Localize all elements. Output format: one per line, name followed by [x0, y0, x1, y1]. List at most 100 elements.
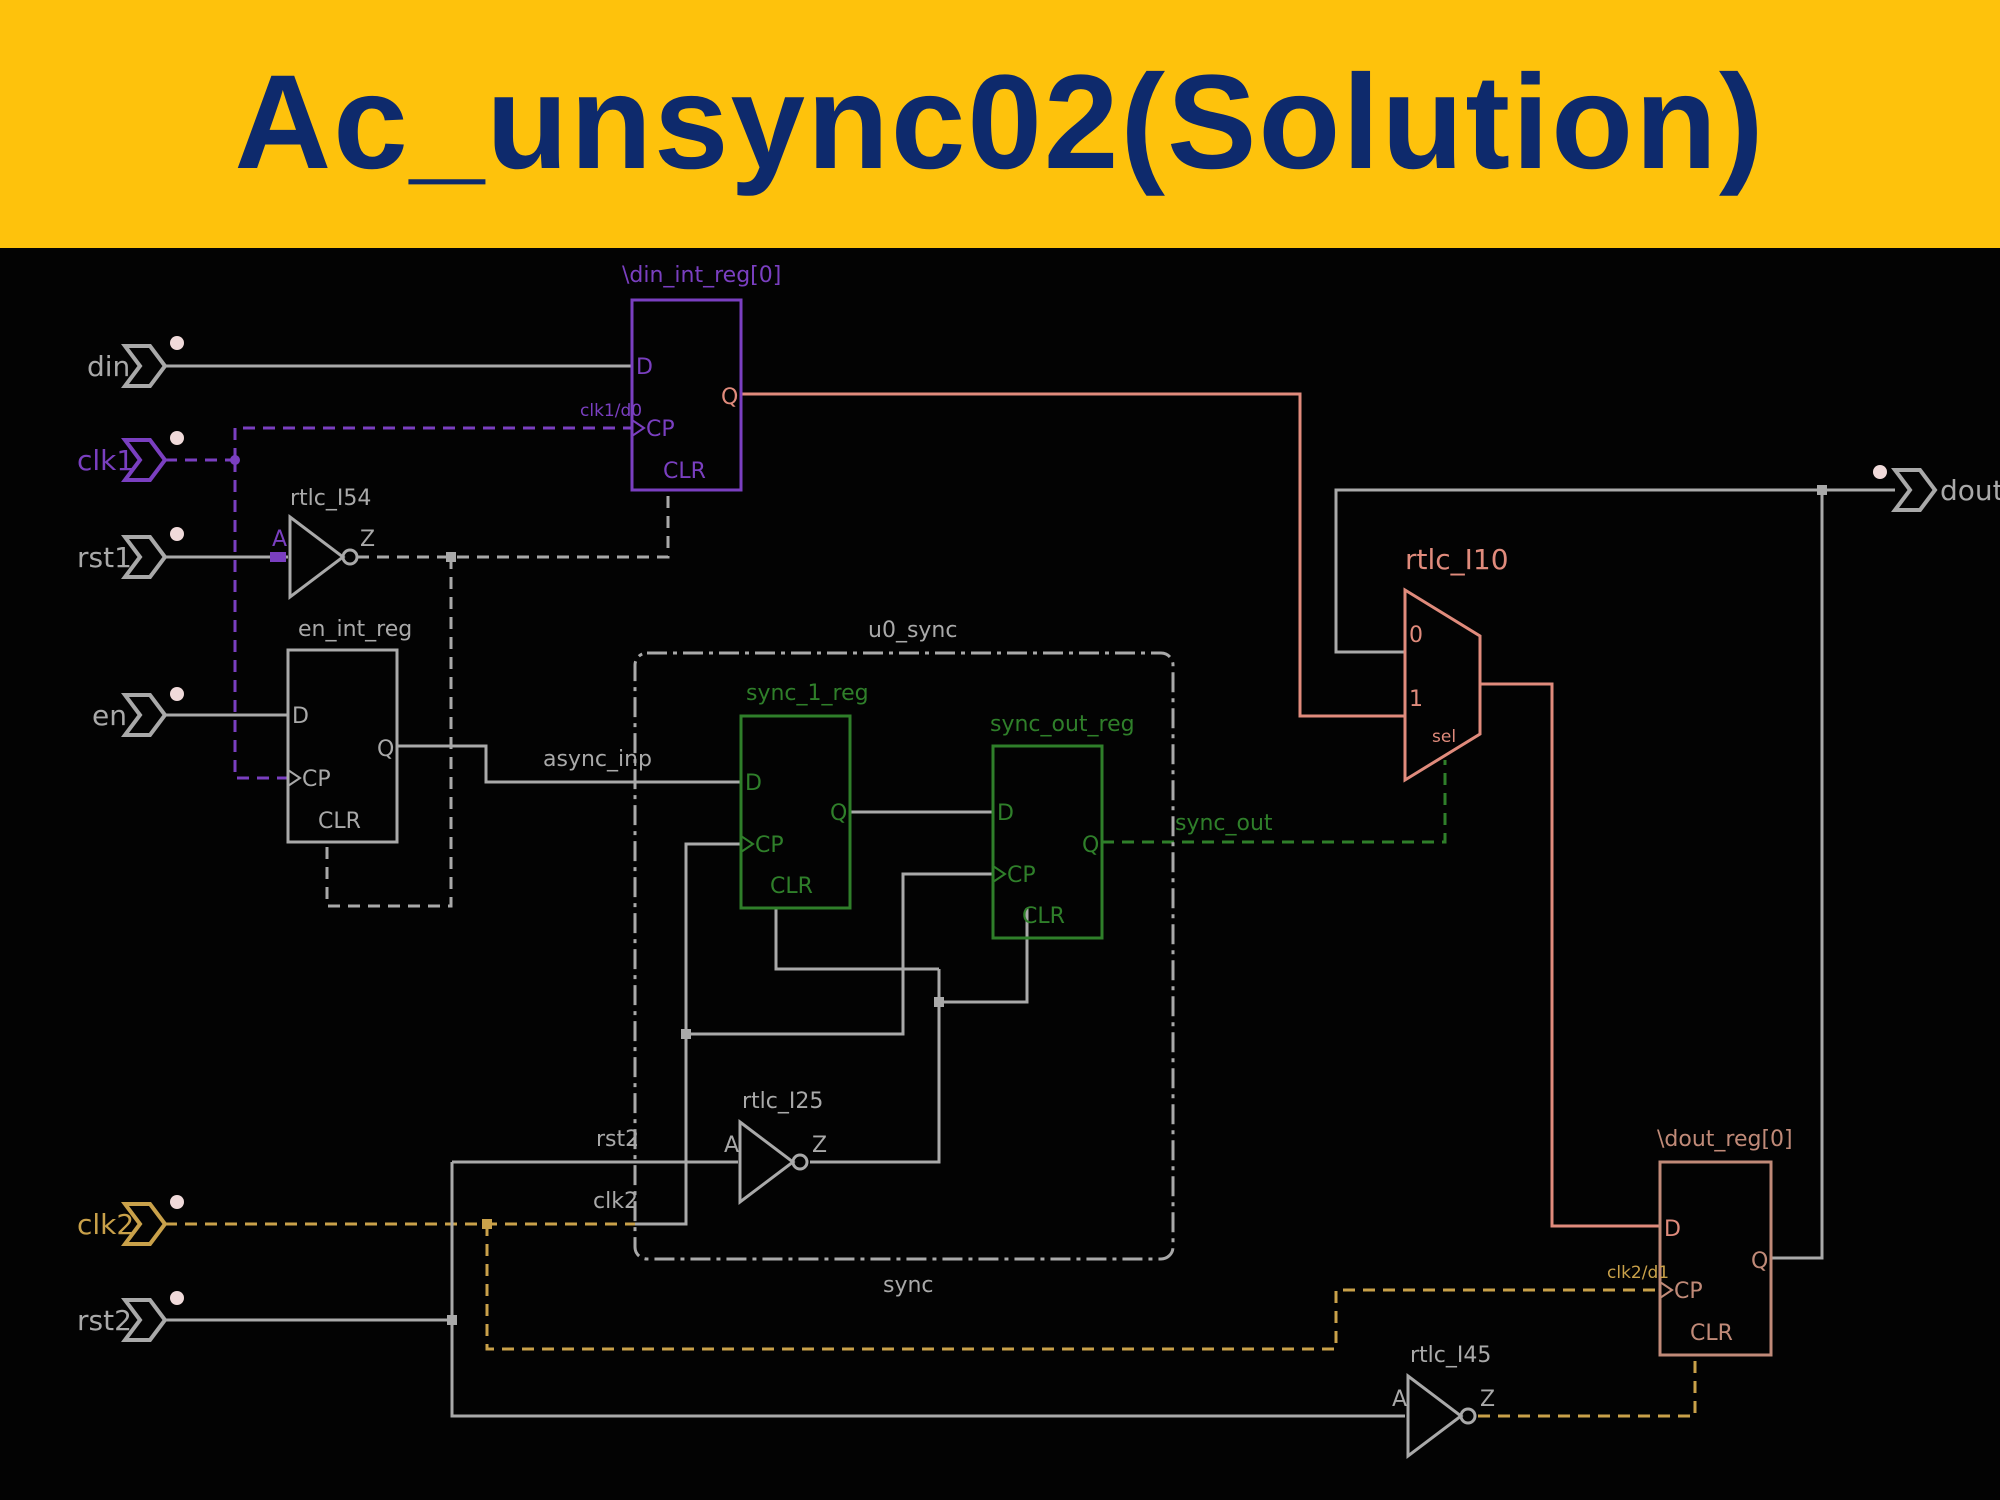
port-rst2-marker [170, 1291, 184, 1305]
wire-inv3-z [1478, 1355, 1697, 1418]
port-din[interactable]: din [87, 336, 184, 388]
dout-reg-d-pin: D [1664, 1217, 1681, 1242]
mux-pin-sel: sel [1432, 727, 1456, 747]
dout-reg-clr-pin: CLR [1690, 1321, 1733, 1346]
sync-block-label: u0_sync [868, 618, 957, 643]
en-reg-q-pin: Q [377, 737, 394, 762]
inverter-rtlc-i45-label: rtlc_I45 [1410, 1343, 1491, 1368]
net-sync-out-label: sync_out [1175, 811, 1273, 836]
port-clk2[interactable]: clk2 [77, 1195, 184, 1246]
sync-1-reg[interactable]: sync_1_reg D CP CLR Q [739, 681, 869, 910]
mux-pin-0: 0 [1409, 623, 1423, 648]
wire-inv2-z [810, 1002, 941, 1164]
port-clk2-marker [170, 1195, 184, 1209]
port-dout-marker [1873, 465, 1887, 479]
schematic: din clk1 rst1 en clk2 rst2 dout \din_int… [77, 263, 2000, 1460]
mux-rtlc-i10-label: rtlc_I10 [1405, 543, 1509, 576]
din-reg-clr-pin: CLR [663, 459, 706, 484]
din-int-reg-label: \din_int_reg[0] [622, 263, 781, 288]
syncout-cp-pin: CP [1007, 863, 1036, 888]
wire-clk2 [165, 1222, 1660, 1351]
wire-din-q [741, 392, 1405, 718]
wire-clk2-branch [686, 872, 993, 1036]
syncout-q-pin: Q [1082, 833, 1099, 858]
inverter-rtlc-i54[interactable]: rtlc_I54 A Z [272, 486, 375, 601]
mux-rtlc-i10[interactable]: rtlc_I10 0 1 sel [1403, 543, 1509, 783]
dout-reg-cp-pin: CP [1674, 1279, 1703, 1304]
sync-1-reg-label: sync_1_reg [746, 681, 869, 706]
junction-clk2 [482, 1219, 492, 1229]
port-en-label: en [92, 699, 127, 732]
dout-reg-q-pin: Q [1751, 1249, 1768, 1274]
junction-clr-sync [934, 997, 944, 1007]
inv2-z-pin: Z [812, 1133, 827, 1158]
port-clk1[interactable]: clk1 [77, 431, 184, 482]
inv1-z-pin: Z [360, 527, 375, 552]
inv3-a-pin: A [1392, 1387, 1407, 1412]
wire-dout-feedback [1334, 488, 1895, 654]
sync-module-label: sync [883, 1273, 934, 1298]
wire-async-inp [397, 744, 741, 784]
inverter-rtlc-i45[interactable]: rtlc_I45 A Z [1392, 1343, 1495, 1460]
sync1-cp-pin: CP [755, 833, 784, 858]
sync-out-reg[interactable]: sync_out_reg D CP CLR Q [990, 712, 1135, 940]
dout-reg-label: \dout_reg[0] [1657, 1127, 1793, 1152]
sync-out-reg-label: sync_out_reg [990, 712, 1135, 737]
mux-pin-1: 1 [1409, 687, 1423, 712]
en-reg-d-pin: D [292, 704, 309, 729]
sync1-q-pin: Q [830, 801, 847, 826]
inv1-a-pin: A [272, 527, 287, 552]
din-int-reg[interactable]: \din_int_reg[0] D CP CLR Q clk1/d0 [580, 263, 781, 492]
din-reg-cp-pin: CP [646, 417, 675, 442]
sync-clk2-pin-label: clk2 [593, 1189, 638, 1214]
pin-a-marker [270, 552, 286, 562]
sync-rst2-pin-label: rst2 [596, 1127, 639, 1152]
en-reg-clr-pin: CLR [318, 809, 361, 834]
sync1-d-pin: D [745, 771, 762, 796]
wire-rst2 [165, 1160, 1405, 1418]
port-din-marker [170, 336, 184, 350]
sync-block[interactable]: u0_sync sync rst2 clk2 [593, 618, 1175, 1298]
port-clk2-label: clk2 [77, 1208, 134, 1241]
port-en-marker [170, 687, 184, 701]
port-rst1[interactable]: rst1 [77, 527, 184, 579]
port-rst2-label: rst2 [77, 1304, 132, 1337]
port-rst1-label: rst1 [77, 541, 132, 574]
en-int-reg[interactable]: en_int_reg D CP CLR Q [286, 617, 412, 844]
port-clk1-label: clk1 [77, 444, 134, 477]
port-dout-label: dout [1940, 474, 2000, 507]
junction-rst2 [447, 1315, 457, 1325]
clk1-d0-label: clk1/d0 [580, 401, 642, 421]
syncout-clr-pin: CLR [1022, 904, 1065, 929]
page-title: Ac_unsync02(Solution) [234, 47, 1766, 197]
junction-rst1-inv [446, 552, 456, 562]
port-clk1-marker [170, 431, 184, 445]
wire-mux-out [1480, 682, 1660, 1228]
dout-reg[interactable]: \dout_reg[0] D CP CLR Q clk2/d1 [1607, 1127, 1793, 1357]
en-int-reg-label: en_int_reg [298, 617, 412, 642]
wire-dout-q [1771, 490, 1824, 1260]
port-rst2[interactable]: rst2 [77, 1291, 184, 1342]
clk2-d1-label: clk2/d1 [1607, 1263, 1669, 1283]
en-reg-cp-pin: CP [302, 767, 331, 792]
wire-sync-out [1102, 760, 1447, 844]
inverter-rtlc-i25-label: rtlc_I25 [742, 1089, 823, 1114]
port-en[interactable]: en [92, 687, 184, 737]
wire-clk1 [165, 426, 632, 780]
title-banner: Ac_unsync02(Solution) [0, 0, 2000, 248]
inverter-rtlc-i54-label: rtlc_I54 [290, 486, 371, 511]
inv2-a-pin: A [724, 1133, 739, 1158]
inv3-z-pin: Z [1480, 1387, 1495, 1412]
sync1-clr-pin: CLR [770, 874, 813, 899]
port-din-label: din [87, 350, 130, 383]
port-dout[interactable]: dout [1873, 465, 2000, 512]
junction-clk1 [230, 455, 240, 465]
junction-dout [1817, 485, 1827, 495]
port-rst1-marker [170, 527, 184, 541]
din-reg-q-pin: Q [721, 385, 738, 410]
inverter-rtlc-i25[interactable]: rtlc_I25 A Z [724, 1089, 827, 1206]
din-reg-d-pin: D [636, 355, 653, 380]
wire-rst1-inv [325, 490, 670, 908]
junction-clk2-internal [681, 1029, 691, 1039]
syncout-d-pin: D [997, 801, 1014, 826]
